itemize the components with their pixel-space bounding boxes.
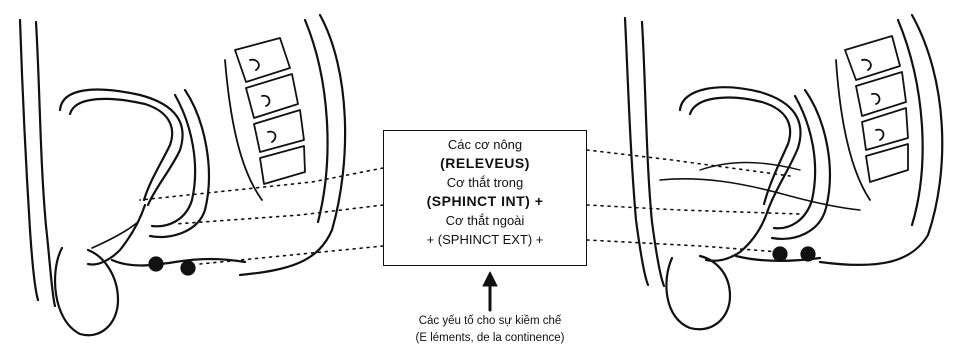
box-line-5: Cơ thắt ngoài xyxy=(384,211,586,230)
left-sphincter-dot-1 xyxy=(150,258,163,271)
box-line-3: Cơ thắt trong xyxy=(384,173,586,192)
box-line-2: (RELEVEUS) xyxy=(384,154,586,173)
left-sphincter-dot-2 xyxy=(182,262,195,275)
right-vertebrae xyxy=(836,36,908,200)
right-sphincter-dot-2 xyxy=(802,248,815,261)
left-rectum xyxy=(150,90,209,237)
box-line-6: + (SPHINCT EXT) + xyxy=(384,230,586,249)
up-arrow xyxy=(483,272,497,310)
left-pubis xyxy=(20,20,38,300)
right-sphincter-dot-1 xyxy=(774,248,787,261)
left-scrotum xyxy=(55,248,118,335)
leader-left-ext xyxy=(200,246,383,264)
right-pelvis-section xyxy=(625,15,942,329)
box-line-1: Các cơ nông xyxy=(384,135,586,154)
right-scrotum xyxy=(666,256,730,329)
left-back-contour xyxy=(240,15,345,275)
caption-line-2: (E léments, de la continence) xyxy=(350,330,630,347)
left-bladder xyxy=(60,90,183,205)
muscle-label-box: Các cơ nông (RELEVEUS) Cơ thắt trong (SP… xyxy=(383,130,587,266)
right-urethra xyxy=(706,210,768,261)
caption-line-1: Các yếu tố cho sự kiềm chế xyxy=(350,313,630,330)
box-line-4: (SPHINCT INT) + xyxy=(384,192,586,211)
left-vertebrae xyxy=(225,38,305,200)
continence-caption: Các yếu tố cho sự kiềm chế (E léments, d… xyxy=(350,313,630,347)
left-pelvis-section xyxy=(20,15,345,335)
right-bladder xyxy=(680,87,800,210)
